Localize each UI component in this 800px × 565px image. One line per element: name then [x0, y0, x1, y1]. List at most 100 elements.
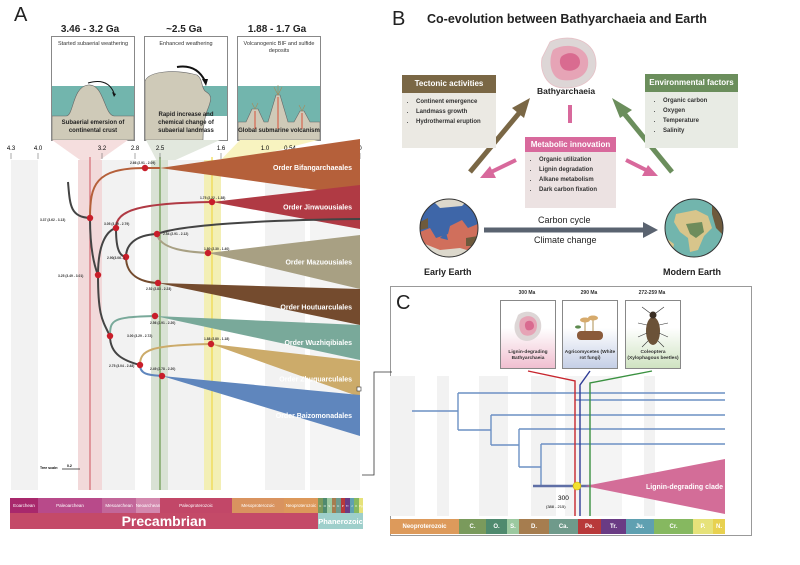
node-age: 300 [558, 495, 569, 502]
period-cell: Ju. [626, 519, 654, 534]
tree-node [153, 230, 161, 238]
node-age-label: 1.88 (2.80 - 1.18) [204, 337, 229, 341]
card-caption: Lignin-degrading Bathyarchaeia [508, 350, 548, 361]
tree-node [122, 253, 130, 261]
panel-a-timetree: 4.34.03.22.82.51.61.00.540 Order Bifanga… [7, 139, 362, 490]
inset-illustration [145, 65, 227, 140]
clade-triangle [162, 376, 360, 436]
order-label: Order Wuzhiqibiales [284, 340, 352, 347]
card-age: 272-259 Ma [638, 290, 666, 296]
period-mini-cell: O [322, 498, 327, 513]
era-title-3: 1.88 - 1.7 Ga [247, 24, 307, 35]
axis-tick-label: 0 [358, 146, 362, 152]
inset-bottom-text: Global submarine volcanism [238, 128, 320, 134]
node-age-label: 2.52 (2.83 - 2.23) [146, 287, 171, 291]
order-label: Order Zhuquarculales [279, 377, 352, 384]
node-age-label: 2.49 (2.78 - 2.20) [150, 367, 175, 371]
axis-tick-label: 4.3 [7, 146, 16, 152]
inset-top-text: Volcanogenic BIF and sulfide deposits [243, 41, 315, 54]
clade-triangle [211, 344, 360, 397]
tree-node [106, 332, 114, 340]
era-title-1: 3.46 - 3.2 Ga [60, 24, 120, 35]
inset-subaerial-emersion: Started subaerial weathering Subaerial e… [51, 36, 135, 141]
bathyarchaeia-marker-line [527, 370, 576, 516]
period-mini-cell: S [327, 498, 332, 513]
early-earth-icon [419, 198, 479, 258]
panel-b-earths [419, 198, 724, 258]
tree-node [112, 224, 120, 232]
climate-change-label: Climate change [534, 235, 597, 245]
metabolic-box-body: Organic utilization Lignin degradation A… [525, 152, 616, 208]
period-mini-cell: D [331, 498, 336, 513]
tree-node [136, 361, 144, 369]
eon-cell: Eoarchean [10, 498, 38, 513]
inset-bottom-text: Subaerial emersion of continental crust [61, 120, 125, 134]
eon-cell: Paleoarchean [38, 498, 102, 513]
panel-b-title: Co-evolution between Bathyarchaeia and E… [427, 12, 707, 26]
metabolic-item: Organic utilization [539, 157, 616, 163]
clade-triangle [158, 283, 360, 325]
tree-node [94, 271, 102, 279]
node-age-label: 3.05 (3.39 - 2.79) [104, 222, 129, 226]
period-cell: O. [486, 519, 507, 534]
beetle-icon [637, 306, 669, 348]
panel-c-letter: C [396, 292, 411, 314]
eon-cell: Mesoproterozoic [232, 498, 284, 513]
c-tree-branches [412, 392, 725, 487]
card-beetles: Coleoptera (Xylophagous beetles) [625, 300, 681, 369]
tree-node [86, 214, 94, 222]
clade-triangle [160, 139, 360, 196]
tree-node [141, 164, 149, 172]
axis-tick-label: 2.5 [156, 146, 165, 152]
bathyarchaeia-cell-icon [514, 311, 542, 341]
tectonic-item: Landmass growth [416, 109, 496, 115]
panel-a-letter: A [14, 4, 28, 26]
inset-landmass-change: Enhanced weathering Rapid increase and c… [144, 36, 228, 141]
bathyarchaeia-label: Bathyarchaeia [537, 86, 596, 96]
environmental-box-title: Environmental factors [645, 74, 738, 92]
modern-earth-label: Modern Earth [663, 267, 722, 277]
axis-tick-label: 3.2 [98, 146, 107, 152]
inset-illustration [52, 80, 134, 140]
period-mini-cell: P [340, 498, 345, 513]
tree-node [151, 312, 159, 320]
carbon-cycle-label: Carbon cycle [538, 215, 591, 225]
precambrian-label: Precambrian [10, 513, 318, 529]
node-age-label: 2.75 (3.04 - 2.48) [109, 364, 134, 368]
inset-top-text: Enhanced weathering [159, 41, 213, 47]
panel-b-letter: B [392, 8, 406, 30]
tree-node [207, 340, 215, 348]
period-cell: Cr. [654, 519, 693, 534]
period-cell: S. [507, 519, 519, 534]
tectonic-item: Hydrothermal eruption [416, 119, 496, 125]
environmental-box-body: Organic carbon Oxygen Temperature Salini… [645, 92, 738, 148]
clade-triangle [208, 235, 360, 289]
fungi-on-log-icon [575, 315, 603, 340]
modern-earth-icon [664, 198, 724, 258]
order-label: Order Mazuousiales [285, 260, 352, 267]
inset-top-text: Started subaerial weathering [57, 41, 128, 47]
era-title-2: ~2.5 Ga [166, 24, 202, 35]
period-cell: N. [713, 519, 725, 534]
tectonic-arrow [468, 104, 527, 174]
period-mini-cell: C [336, 498, 341, 513]
metabolic-item: Dark carbon fixation [539, 187, 616, 193]
node-age-label: 3.25 (3.49 - 3.01) [58, 274, 83, 278]
beetle-marker-line [589, 370, 653, 516]
tree-node [154, 279, 162, 287]
node-age-label: 1.80 (2.30 - 1.40) [204, 247, 229, 251]
tectonic-item: Continent emergence [416, 99, 496, 105]
baizomonadales-connector [356, 386, 362, 392]
axis-tick-label: 4.0 [34, 146, 43, 152]
node-age-label: 3.37 (3.62 - 3.13) [40, 218, 65, 222]
inset-illustration [238, 85, 320, 140]
axis-tick-label: 2.8 [131, 146, 140, 152]
environmental-item: Salinity [663, 128, 738, 134]
period-mini-cell: J [349, 498, 354, 513]
node-age-label: 2.54 (2.91 - 2.12) [163, 232, 188, 236]
lignin-clade-triangle [585, 459, 725, 514]
funnel-1 [52, 140, 128, 167]
early-earth-label: Early Earth [424, 267, 472, 277]
tree-node [158, 372, 166, 380]
metabolic-item: Alkane metabolism [539, 177, 616, 183]
